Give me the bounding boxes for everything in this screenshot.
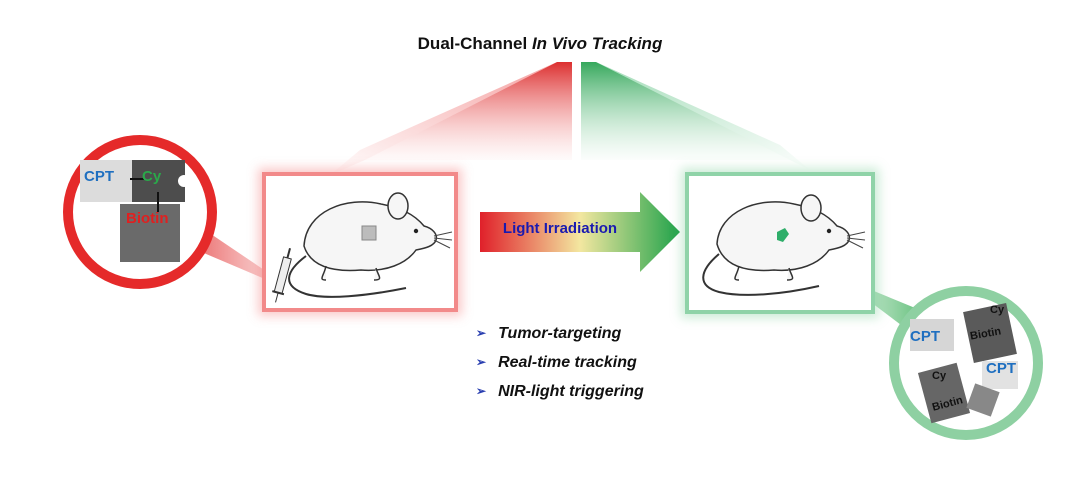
bullet-text: NIR-light triggering [498, 383, 644, 400]
bullet-item: ➢ Tumor-targeting [476, 325, 621, 343]
bullet-text: Real-time tracking [498, 354, 637, 371]
left-molecule-circle [60, 132, 220, 292]
bullet-item: ➢ NIR-light triggering [476, 383, 644, 401]
green-beam [581, 62, 790, 160]
cpt-piece-1 [910, 319, 954, 351]
right-cpt-label-2: CPT [986, 360, 1016, 377]
arrow-label: Light Irradiation [502, 220, 618, 237]
red-beam [365, 62, 572, 160]
red-beam-glow [330, 62, 557, 175]
right-cpt-label-1: CPT [910, 328, 940, 345]
bullet-arrow-icon: ➢ [476, 355, 487, 369]
bullet-arrow-icon: ➢ [476, 326, 487, 340]
light-irradiation-arrow [480, 192, 680, 272]
mouse-panel-before [262, 172, 458, 312]
cy-biotin-piece-1 [963, 302, 1017, 364]
bullet-item: ➢ Real-time tracking [476, 354, 637, 372]
cy-biotin-piece-2 [917, 362, 971, 424]
mouse-illustration-left [272, 192, 453, 303]
green-beam-glow [596, 62, 810, 170]
right-cy-label-1: Cy [990, 304, 1005, 316]
figure-title: Dual-Channel In Vivo Tracking [0, 34, 1080, 54]
left-cpt-label: CPT [84, 168, 114, 185]
mouse-illustration-right [702, 194, 866, 296]
left-cy-label: Cy [142, 168, 162, 185]
left-biotin-label: Biotin [126, 210, 169, 227]
mouse-panel-after [685, 172, 875, 314]
bullet-arrow-icon: ➢ [476, 384, 487, 398]
right-cy-label-2: Cy [932, 370, 947, 382]
loose-piece [966, 383, 1000, 417]
right-circle-svg [889, 286, 1043, 440]
title-italic: In Vivo Tracking [531, 34, 663, 53]
title-prefix: Dual-Channel [417, 34, 532, 53]
right-molecule-circle [886, 283, 1046, 443]
bullet-text: Tumor-targeting [498, 325, 622, 342]
cpt-piece-2 [982, 361, 1018, 389]
left-circle-svg [63, 135, 217, 289]
